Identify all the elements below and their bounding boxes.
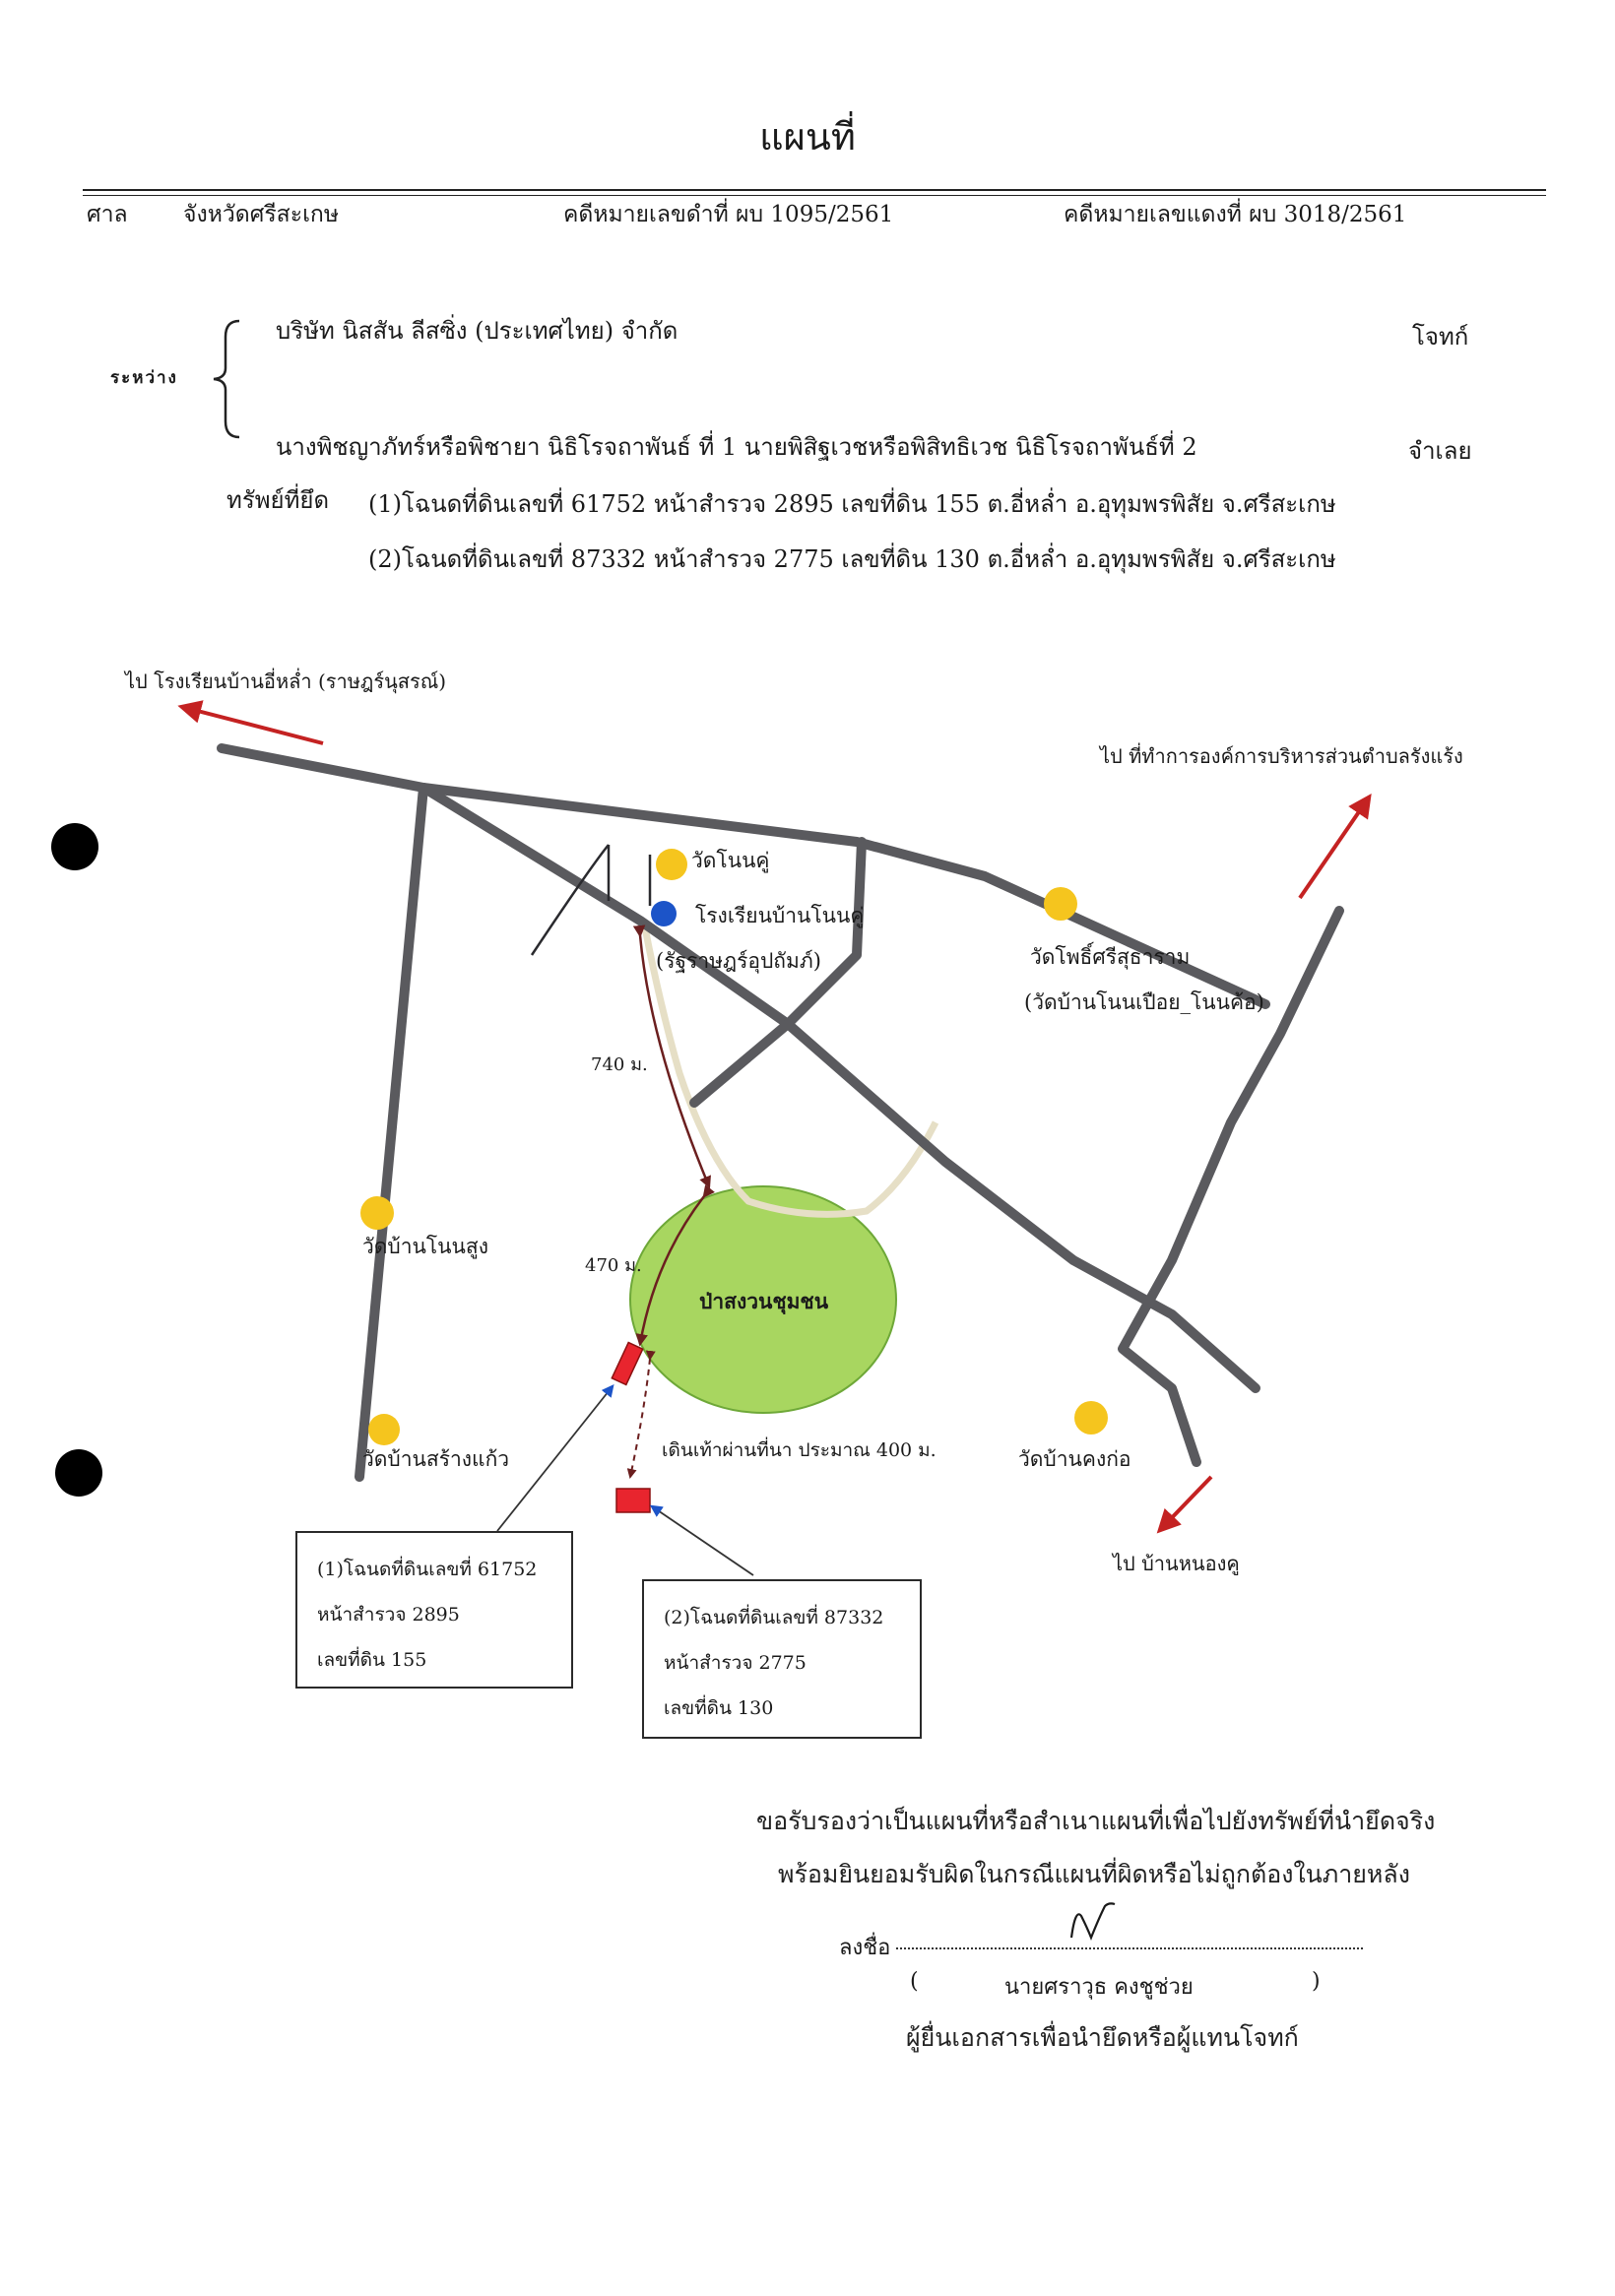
road-east [1118,906,1344,1467]
temple-label-pho-line2: (วัดบ้านโนนเปือย_โนนค้อ) [1024,990,1264,1014]
temple-dot-nonku [656,849,687,880]
certify-line-1: ขอรับรองว่าเป็นแผนที่หรือสำเนาแผนที่เพื่… [756,1807,1436,1835]
signer-paren-close: ) [1312,1969,1321,1994]
school-dot [651,901,677,926]
temple-label-khongkho: วัดบ้านคงก่อ [1018,1447,1131,1471]
court-name: จังหวัดศรีสะเกษ [183,202,340,227]
court-label: ศาล [87,202,128,227]
punch-hole-bottom [55,1449,102,1497]
signature-line [896,1947,1363,1949]
signature-mark [1069,1902,1116,1941]
distance-470-arrow [635,1184,716,1347]
distance-740-arrow [632,925,711,1189]
parcel-2-callout: (2)โฉนดที่ดินเลขที่ 87332 หน้าสำรวจ 2775… [642,1579,922,1739]
defendants-names: นางพิชญาภัทร์หรือพิชายา นิธิโรจถาพันธ์ ท… [276,433,1197,461]
small-tracks [530,844,652,956]
direction-label-ne: ไป ที่ทำการองค์การบริหารส่วนตำบลรังแร้ง [1100,744,1463,768]
parcel-1-marker [611,1341,644,1386]
temple-label-nonsung: วัดบ้านโนนสูง [362,1235,488,1258]
property-1: (1)โฉนดที่ดินเลขที่ 61752 หน้าสำรวจ 2895… [368,490,1336,518]
direction-arrow-se [1156,1475,1213,1534]
school-label-line1: โรงเรียนบ้านโนนคู่ [695,904,865,927]
page-title: แผนที่ [759,115,856,159]
direction-arrow-ne [1298,794,1372,900]
direction-label-se: ไป บ้านหนองคู [1113,1552,1240,1575]
header-rule-thick [83,189,1546,191]
parcel-1-callout: (1)โฉนดที่ดินเลขที่ 61752 หน้าสำรวจ 2895… [295,1531,573,1689]
parcel-2-leader [649,1504,754,1576]
red-case-number: คดีหมายเลขแดงที่ ผบ 3018/2561 [1064,202,1407,227]
black-case-number: คดีหมายเลขดำที่ ผบ 1095/2561 [563,202,894,227]
location-map [177,700,1372,1576]
certify-line-2: พร้อมยินยอมรับผิดในกรณีแผนที่ผิดหรือไม่ถ… [778,1860,1410,1888]
brace-icon [213,319,240,439]
parcel-1-land-number: เลขที่ดิน 155 [317,1649,427,1671]
signer-paren-open: ( [910,1969,919,1994]
parcel-2-deed: (2)โฉนดที่ดินเลขที่ 87332 [664,1607,884,1628]
road-west [355,783,428,1482]
parcel-1-leader [496,1384,614,1532]
direction-arrow-nw [177,700,324,745]
branch-road-center [689,837,867,1108]
header-rule-thin [83,195,1546,196]
temple-dot-khongkho [1074,1401,1108,1435]
diagonal-road [419,783,1260,1393]
parcel-2-survey-page: หน้าสำรวจ 2775 [664,1652,807,1674]
parcel-1-deed: (1)โฉนดที่ดินเลขที่ 61752 [317,1559,538,1580]
parcel-2-marker [615,1488,651,1513]
property-2: (2)โฉนดที่ดินเลขที่ 87332 หน้าสำรวจ 2775… [368,545,1336,573]
road-network [217,743,1344,1482]
temple-label-nonku: วัดโนนคู่ [691,849,770,872]
school-label-line2: (รัฐราษฎร์อุปถัมภ์) [656,949,821,973]
parcel-2-land-number: เลขที่ดิน 130 [664,1697,774,1719]
signer-role: ผู้ยื่นเอกสารเพื่อนำยึดหรือผู้แทนโจทก์ [906,2023,1299,2052]
direction-label-nw: ไป โรงเรียนบ้านอี่หล่ำ (ราษฎร์นุสรณ์) [125,670,447,693]
punch-hole-top [51,823,98,870]
walk-400-arrow [626,1350,656,1479]
walk-note: เดินเท้าผ่านที่นา ประมาณ 400 ม. [662,1439,937,1461]
defendant-role: จำเลย [1408,437,1472,465]
temple-dot-pho [1044,887,1077,921]
distance-label-740: 740 ม. [591,1054,648,1075]
temple-label-pho-line1: วัดโพธิ์ศรีสุธาราม [1030,945,1191,969]
between-label: ระหว่าง [110,368,178,388]
temple-label-sangkaew: วัดบ้านสร้างแก้ว [362,1447,510,1471]
forest-label: ป่าสงวนชุมชน [699,1289,829,1313]
plaintiff-role: โจทก์ [1412,323,1469,351]
sign-label: ลงชื่อ [839,1936,891,1960]
parcel-1-survey-page: หน้าสำรวจ 2895 [317,1604,460,1626]
seized-label: ทรัพย์ที่ยึด [226,486,330,514]
plaintiff-name: บริษัท นิสสัน ลีสซิ่ง (ประเทศไทย) จำกัด [276,317,678,345]
track-left [530,844,610,956]
temple-dot-nonsung [360,1196,394,1230]
signer-name: นายศราวุธ คงชูช่วย [1004,1975,1194,2000]
temple-dot-sangkaew [368,1414,400,1445]
distance-label-470: 470 ม. [585,1255,642,1276]
